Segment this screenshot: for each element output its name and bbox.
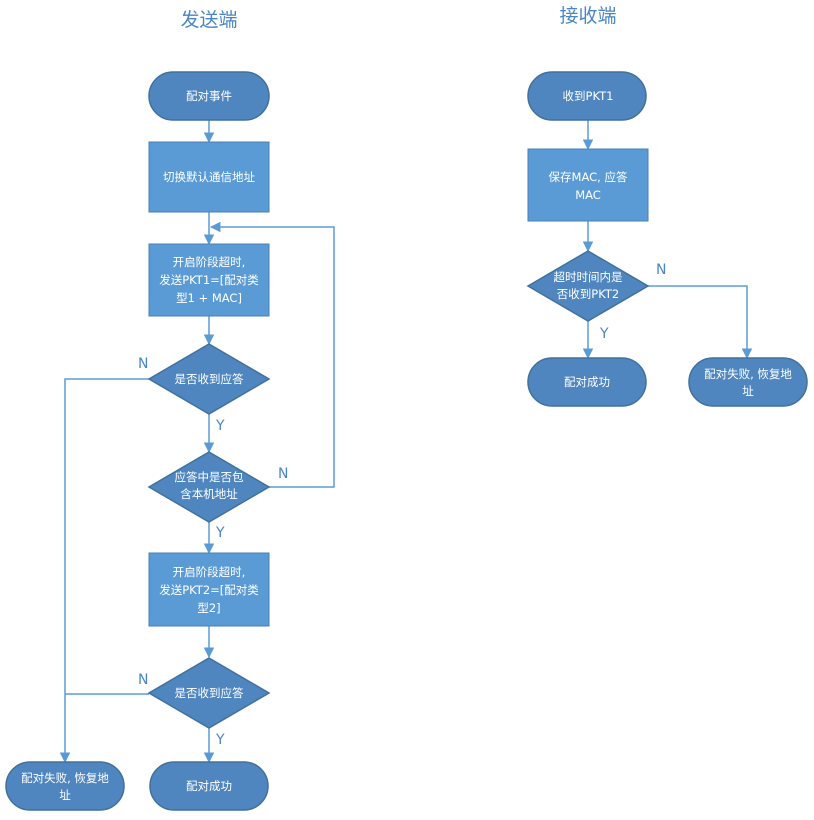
receiver-save-mac-line1: 保存MAC, 应答 — [549, 170, 628, 184]
sender-send-pkt1-node: 开启阶段超时, 发送PKT1=[配对类 型1 + MAC] — [148, 243, 270, 317]
sender-switch-address-node: 切换默认通信地址 — [148, 141, 270, 213]
sender-label-y1: Y — [215, 418, 225, 434]
sender-check-address-node: 应答中是否包 含本机地址 — [147, 451, 271, 523]
receiver-pair-fail-node: 配对失败, 恢复地 址 — [688, 357, 808, 407]
sender-label-n1: N — [138, 356, 148, 372]
receiver-pair-fail-line2: 址 — [742, 384, 754, 398]
receiver-recv-pkt1-label: 收到PKT1 — [563, 89, 614, 103]
sender-pair-event-label: 配对事件 — [186, 89, 232, 103]
receiver-check-pkt2-line2: 否收到PKT2 — [557, 287, 619, 301]
sender-pair-fail-line1: 配对失败, 恢复地 — [21, 771, 109, 785]
sender-label-n2: N — [278, 466, 288, 482]
sender-pair-fail-node: 配对失败, 恢复地 址 — [5, 761, 125, 811]
sender-label-y3: Y — [215, 732, 225, 748]
receiver-pair-success-label: 配对成功 — [564, 375, 610, 389]
receiver-pair-fail-line1: 配对失败, 恢复地 — [704, 367, 792, 381]
edge-check1-to-fail-no — [59, 378, 149, 764]
sender-send-pkt1-line1: 开启阶段超时, — [173, 255, 246, 269]
sender-send-pkt2-line2: 发送PKT2=[配对类 — [159, 583, 259, 597]
sender-pair-fail-line2: 址 — [59, 788, 71, 802]
sender-check-address-line2: 含本机地址 — [180, 487, 238, 501]
receiver-recv-pkt1-node: 收到PKT1 — [527, 71, 647, 121]
receiver-save-mac-node: 保存MAC, 应答 MAC — [527, 148, 649, 222]
edge-check-to-fail-no — [648, 285, 753, 360]
sender-check-address-line1: 应答中是否包 — [175, 470, 244, 484]
receiver-check-pkt2-line1: 超时时间内是 — [554, 270, 623, 284]
sender-check-reply-1-label: 是否收到应答 — [175, 372, 244, 386]
sender-pair-event-node: 配对事件 — [148, 71, 270, 121]
sender-switch-address-label: 切换默认通信地址 — [163, 170, 255, 184]
sender-label-n3: N — [138, 672, 148, 688]
receiver-title: 接收端 — [559, 5, 616, 27]
sender-send-pkt2-line3: 型2] — [197, 601, 220, 615]
sender-label-y2: Y — [215, 525, 225, 541]
sender-send-pkt2-line1: 开启阶段超时, — [173, 565, 246, 579]
receiver-label-y: Y — [599, 326, 609, 342]
sender-send-pkt1-line2: 发送PKT1=[配对类 — [159, 273, 259, 287]
sender-title: 发送端 — [180, 9, 237, 31]
sender-pair-success-node: 配对成功 — [149, 761, 269, 811]
sender-send-pkt2-node: 开启阶段超时, 发送PKT2=[配对类 型2] — [148, 552, 270, 627]
sender-check-reply-2-node: 是否收到应答 — [147, 657, 271, 729]
receiver-check-pkt2-node: 超时时间内是 否收到PKT2 — [526, 250, 650, 322]
sender-send-pkt1-line3: 型1 + MAC] — [176, 291, 242, 305]
receiver-label-n: N — [656, 262, 666, 278]
receiver-save-mac-line2: MAC — [575, 188, 601, 202]
edge-checkaddr-loop-no — [209, 221, 335, 488]
sender-check-reply-1-node: 是否收到应答 — [147, 343, 271, 415]
receiver-pair-success-node: 配对成功 — [527, 357, 647, 407]
sender-pair-success-label: 配对成功 — [186, 779, 232, 793]
sender-check-reply-2-label: 是否收到应答 — [175, 686, 244, 700]
